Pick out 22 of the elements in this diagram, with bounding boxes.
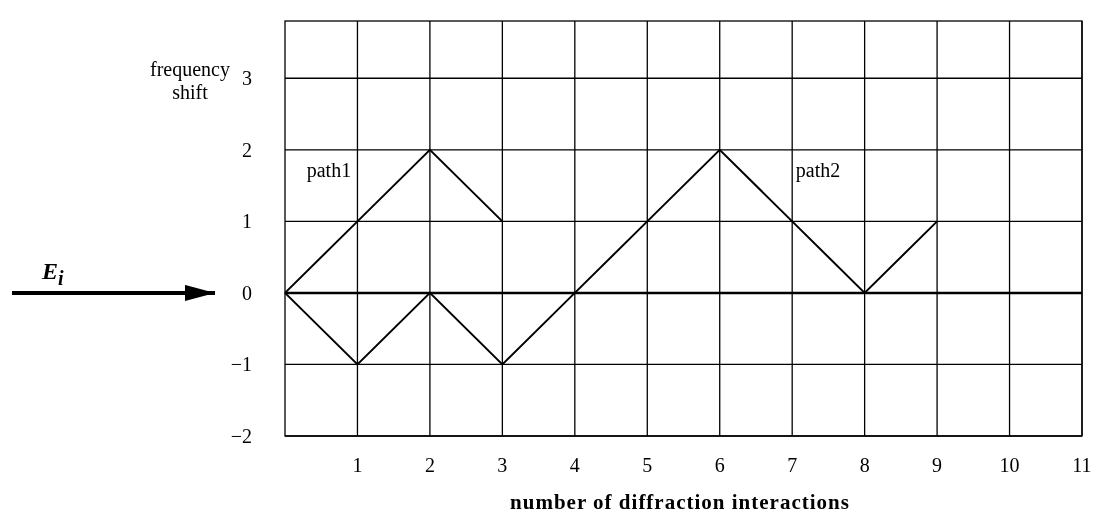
tick-label: 10 xyxy=(999,454,1020,476)
series-label: path2 xyxy=(795,159,841,181)
tick-label: 3 xyxy=(497,454,508,476)
tick-label: 2 xyxy=(242,138,252,161)
tick-label: 1 xyxy=(242,210,252,233)
axis-title: number of diffraction interactions xyxy=(509,490,851,515)
tick-label: 5 xyxy=(642,454,653,476)
tick-label: 1 xyxy=(352,454,363,476)
field-label: E$_{i}$ xyxy=(42,258,64,290)
tick-label: 9 xyxy=(932,454,943,476)
series-label: path1 xyxy=(306,159,352,181)
tick-label: 7 xyxy=(787,454,798,476)
axis-title: frequency shift xyxy=(149,58,231,104)
tick-label: 11 xyxy=(1072,454,1092,476)
tick-label: 8 xyxy=(859,454,870,476)
tick-label: 3 xyxy=(242,67,252,90)
tick-label: 6 xyxy=(714,454,725,476)
tick-label: −2 xyxy=(230,425,252,447)
tick-label: 2 xyxy=(424,454,435,476)
tick-label: 0 xyxy=(242,281,252,304)
tick-label: −1 xyxy=(230,353,252,376)
tick-label: 4 xyxy=(569,454,580,476)
